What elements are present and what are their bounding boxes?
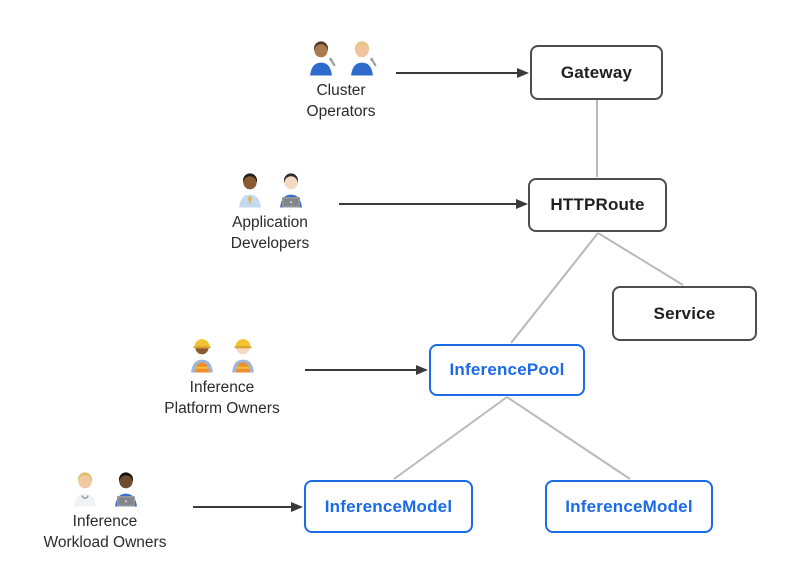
persona-application-developers: Application Developers (190, 165, 350, 254)
man-mechanic-icon (309, 41, 335, 76)
node-httproute-label: HTTPRoute (550, 195, 645, 214)
persona-cluster-operators: Cluster Operators (261, 33, 421, 122)
node-inferencemodel-left: InferenceModel (304, 480, 473, 533)
relation-edges (393, 100, 684, 480)
node-httproute: HTTPRoute (528, 178, 667, 232)
woman-technologist-icon (279, 173, 302, 208)
persona-cluster-operators-label: Cluster Operators (306, 82, 376, 120)
persona-inference-platform-owners-icons (142, 330, 302, 374)
node-service-label: Service (653, 303, 716, 323)
persona-inference-platform-owners-label: Inference Platform Owners (164, 379, 280, 417)
node-inferencepool: InferencePool (429, 344, 585, 396)
edge-httproute-service (597, 232, 684, 286)
persona-application-developers-icons (190, 165, 350, 209)
man-office-worker-icon (238, 173, 261, 208)
edge-httproute-inferencepool (510, 232, 599, 344)
man-construction-worker-icon (231, 339, 254, 373)
persona-inference-workload-owners-icons (25, 464, 185, 508)
persona-inference-workload-owners-label: Inference Workload Owners (43, 513, 167, 551)
edge-inferencepool-inferencemodel-right (506, 396, 631, 480)
persona-inference-workload-owners: Inference Workload Owners (25, 464, 185, 553)
node-inferencemodel-left-label: InferenceModel (324, 496, 453, 516)
woman-construction-worker-icon (190, 339, 213, 373)
persona-cluster-operators-icons (261, 33, 421, 77)
persona-arrows (193, 68, 529, 512)
health-worker-icon (73, 472, 96, 507)
persona-application-developers-label: Application Developers (230, 214, 310, 252)
node-service: Service (612, 286, 757, 341)
node-inferencemodel-right-label: InferenceModel (565, 496, 693, 516)
node-gateway: Gateway (530, 45, 663, 100)
persona-inference-platform-owners: Inference Platform Owners (142, 330, 302, 419)
node-inferencepool-label: InferencePool (449, 360, 565, 379)
node-gateway-label: Gateway (560, 62, 633, 82)
woman-mechanic-icon (350, 41, 376, 76)
node-inferencemodel-right: InferenceModel (545, 480, 713, 533)
man-technologist-icon (114, 472, 137, 507)
edge-inferencepool-inferencemodel-left (393, 396, 508, 480)
